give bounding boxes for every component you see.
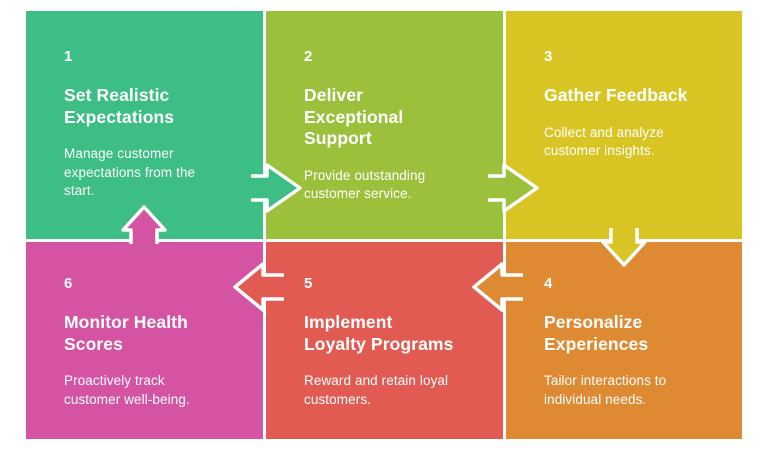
step-block-3: 3 Gather Feedback Collect and analyze cu… xyxy=(506,11,742,239)
arrow-left-5-to-6-icon xyxy=(233,262,284,312)
step-number: 5 xyxy=(304,275,313,292)
step-heading: Implement Loyalty Programs xyxy=(304,312,454,354)
step-number: 6 xyxy=(64,275,73,292)
step-description: Provide outstanding customer service. xyxy=(304,167,426,202)
step-heading: Monitor Health Scores xyxy=(64,312,188,354)
arrow-up-6-to-1-icon xyxy=(121,205,167,244)
arrow-right-1-to-2-icon xyxy=(251,163,302,213)
step-description: Tailor interactions to individual needs. xyxy=(544,373,667,407)
step-block-6: 6 Monitor Health Scores Proactively trac… xyxy=(26,242,263,439)
step-number: 2 xyxy=(304,48,313,65)
step-description: Manage customer expectations from the st… xyxy=(64,146,196,198)
step-block-1: 1 Set Realistic Expectations Manage cust… xyxy=(26,11,263,239)
step-number: 1 xyxy=(64,48,73,65)
step-heading: Deliver Exceptional Support xyxy=(304,85,404,148)
step-description: Proactively track customer well-being. xyxy=(64,373,190,407)
step-number: 4 xyxy=(544,275,553,292)
step-heading: Set Realistic Expectations xyxy=(64,85,175,127)
step-block-2: 2 Deliver Exceptional Support Provide ou… xyxy=(266,11,503,239)
arrow-left-4-to-5-icon xyxy=(472,262,523,312)
arrow-down-3-to-4-icon xyxy=(601,228,647,267)
step-heading: Personalize Experiences xyxy=(544,312,649,354)
step-block-4: 4 Personalize Experiences Tailor interac… xyxy=(506,242,742,439)
arrow-right-2-to-3-icon xyxy=(488,163,539,213)
step-number: 3 xyxy=(544,48,553,65)
step-description: Collect and analyze customer insights. xyxy=(544,124,664,159)
step-description: Reward and retain loyal customers. xyxy=(304,373,449,407)
step-block-5: 5 Implement Loyalty Programs Reward and … xyxy=(266,242,503,439)
step-heading: Gather Feedback xyxy=(544,85,688,105)
